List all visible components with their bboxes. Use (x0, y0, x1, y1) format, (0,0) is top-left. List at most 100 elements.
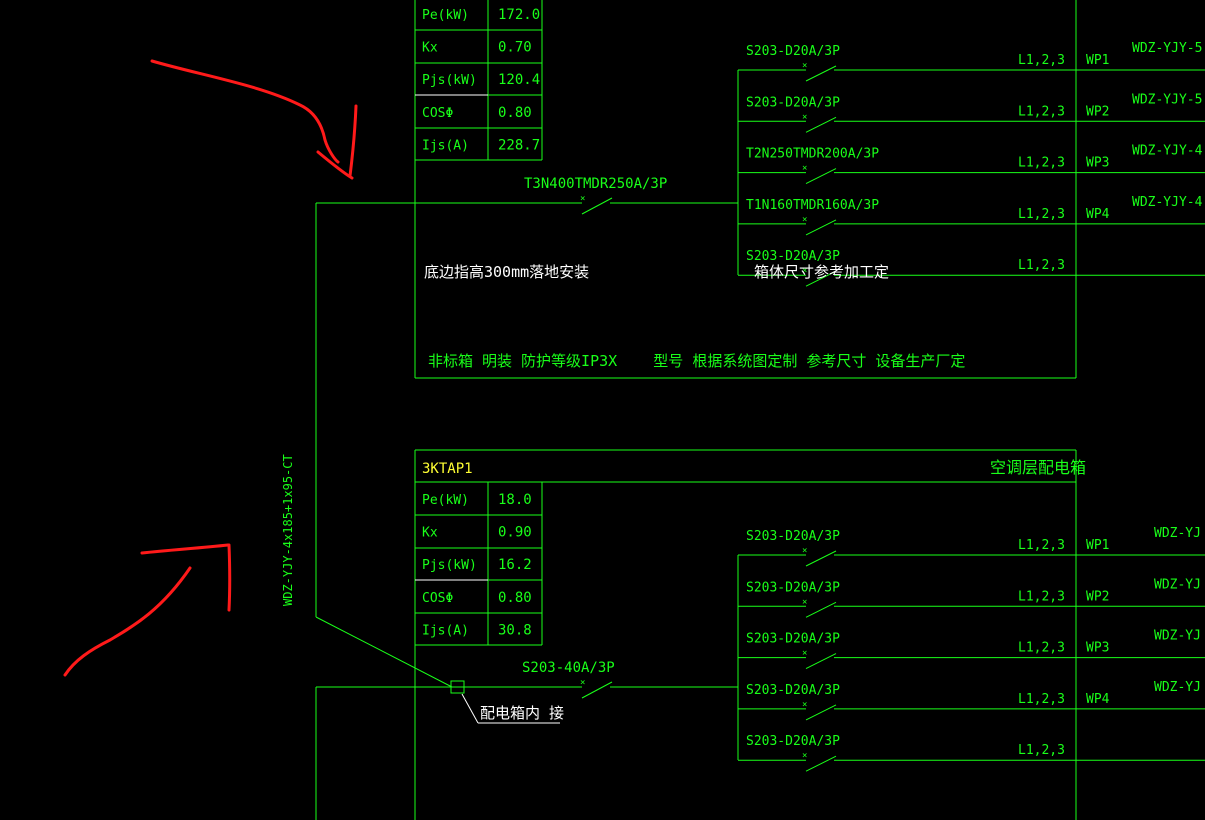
lower-circuit-breaker-label: S203-D20A/3P (746, 580, 840, 595)
svg-text:×: × (802, 597, 807, 607)
red-arrow-annotation-bottom (63, 543, 232, 677)
svg-text:×: × (580, 678, 585, 688)
upper-param-value: 120.4 (498, 72, 540, 88)
lower-circuit-cable: WDZ-YJ (1154, 680, 1201, 695)
svg-text:×: × (580, 194, 585, 204)
lower-circuit-id: WP2 (1086, 589, 1109, 604)
svg-text:×: × (802, 164, 807, 174)
lower-param-label: Kx (422, 526, 438, 541)
lower-circuit-breaker-label: S203-D20A/3P (746, 683, 840, 698)
lower-circuit-breaker-symbol (805, 601, 837, 618)
lower-circuit-breaker-symbol (805, 653, 837, 670)
upper-size-note: 箱体尺寸参考加工定 (754, 263, 889, 281)
upper-circuit-breaker-label: T2N250TMDR200A/3P (746, 147, 879, 162)
lower-main-breaker-symbol (581, 681, 613, 699)
svg-text:×: × (802, 266, 807, 276)
upper-param-value: 0.70 (498, 40, 532, 56)
upper-circuit-row: × S203-D20A/3P L1,2,3 WP1 WDZ-YJY-5 (738, 41, 1205, 82)
upper-param-label: Pe(kW) (422, 8, 469, 23)
lower-param-label: Pjs(kW) (422, 558, 477, 573)
upper-circuit-breaker-label: S203-D20A/3P (746, 44, 840, 59)
lower-circuit-id: WP4 (1086, 692, 1110, 707)
lower-circuit-row: × S203-D20A/3P L1,2,3 WP3 WDZ-YJ (738, 629, 1205, 670)
upper-circuit-breaker-symbol (805, 116, 837, 133)
feeder-diagonal-line (315, 616, 453, 688)
upper-param-label: Kx (422, 41, 438, 56)
upper-param-value: 172.0 (498, 7, 540, 23)
upper-circuit-id: WP3 (1086, 156, 1109, 171)
red-arrow-annotation-top (150, 59, 358, 180)
upper-circuit-id: WP1 (1086, 53, 1109, 68)
lower-circuit-breaker-label: S203-D20A/3P (746, 734, 840, 749)
lower-circuit-id: WP1 (1086, 538, 1109, 553)
upper-circuit-breaker-symbol (805, 219, 837, 236)
svg-text:×: × (802, 215, 807, 225)
lower-circuit-phase: L1,2,3 (1018, 743, 1065, 758)
upper-circuit-phase: L1,2,3 (1018, 207, 1065, 222)
upper-circuit-cable: WDZ-YJY-4 (1132, 195, 1203, 210)
upper-circuit-phase: L1,2,3 (1018, 53, 1065, 68)
svg-text:×: × (802, 112, 807, 122)
upper-param-value: 228.7 (498, 137, 540, 153)
upper-circuit-row: × T2N250TMDR200A/3P L1,2,3 WP3 WDZ-YJY-4 (738, 144, 1205, 185)
feeder-cable-label: WDZ-YJY-4x185+1x95-CT (281, 454, 295, 606)
upper-circuit-row: × S203-D20A/3P L1,2,3 (738, 249, 1205, 287)
lower-circuit-breaker-symbol (805, 704, 837, 721)
upper-circuit-breaker-symbol (805, 168, 837, 185)
lower-param-value: 0.80 (498, 590, 532, 606)
feeder: WDZ-YJY-4x185+1x95-CT (281, 203, 453, 820)
upper-param-label: Pjs(kW) (422, 73, 477, 88)
upper-circuit-breaker-label: S203-D20A/3P (746, 95, 840, 110)
lower-param-label: Ijs(A) (422, 623, 469, 638)
upper-circuit-breaker-symbol (805, 270, 837, 287)
upper-install-note: 底边指高300mm落地安装 (424, 263, 589, 281)
svg-text:×: × (802, 61, 807, 71)
lower-param-label: COSΦ (422, 591, 453, 606)
upper-param-value: 0.80 (498, 105, 532, 121)
lower-param-value: 18.0 (498, 492, 532, 508)
lower-circuit-breaker-label: S203-D20A/3P (746, 632, 840, 647)
upper-circuit-cable: WDZ-YJY-5 (1132, 41, 1202, 56)
lower-main-breaker-label: S203-40A/3P (522, 660, 615, 676)
upper-circuit-cable: WDZ-YJY-5 (1132, 92, 1202, 107)
upper-circuit-breaker-label: S203-D20A/3P (746, 249, 840, 264)
lower-panel-title: 空调层配电箱 (990, 458, 1086, 477)
upper-circuit-cable: WDZ-YJY-4 (1132, 144, 1203, 159)
lower-param-value: 0.90 (498, 525, 532, 541)
lower-param-value: 30.8 (498, 622, 532, 638)
lower-panel-name: 3KTAP1 (422, 461, 473, 477)
upper-param-label: Ijs(A) (422, 138, 469, 153)
lower-circuit-breaker-symbol (805, 755, 837, 772)
upper-circuit-breaker-symbol (805, 65, 837, 82)
lower-circuit-phase: L1,2,3 (1018, 692, 1065, 707)
lower-circuit-id: WP3 (1086, 641, 1109, 656)
upper-circuit-row: × S203-D20A/3P L1,2,3 WP2 WDZ-YJY-5 (738, 92, 1205, 133)
lower-circuit-phase: L1,2,3 (1018, 589, 1065, 604)
lower-circuit-phase: L1,2,3 (1018, 538, 1065, 553)
upper-circuit-breaker-label: T1N160TMDR160A/3P (746, 198, 879, 213)
upper-circuit-id: WP4 (1086, 207, 1110, 222)
upper-circuit-id: WP2 (1086, 104, 1109, 119)
lower-param-value: 16.2 (498, 557, 532, 573)
upper-circuit-phase: L1,2,3 (1018, 258, 1065, 273)
upper-circuit-row: × T1N160TMDR160A/3P L1,2,3 WP4 WDZ-YJY-4 (738, 195, 1205, 236)
upper-circuit-phase: L1,2,3 (1018, 156, 1065, 171)
upper-circuit-phase: L1,2,3 (1018, 104, 1065, 119)
upper-main-breaker-label: T3N400TMDR250A/3P (524, 176, 667, 192)
lower-circuit-cable: WDZ-YJ (1154, 629, 1201, 644)
lower-circuit-phase: L1,2,3 (1018, 641, 1065, 656)
svg-text:×: × (802, 649, 807, 659)
svg-text:×: × (802, 546, 807, 556)
